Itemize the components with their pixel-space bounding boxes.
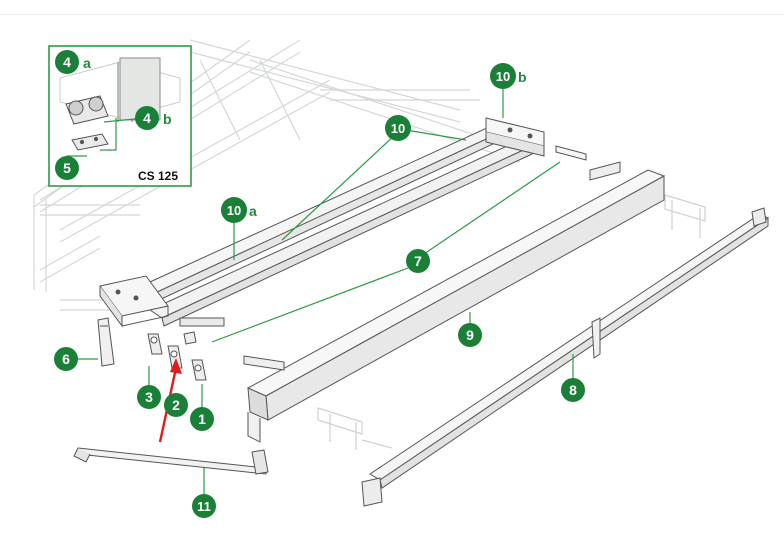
callout-4a: 4 a (55, 50, 91, 74)
callout-2: 2 (164, 393, 188, 417)
callout-1: 1 (190, 407, 214, 431)
top-divider (0, 14, 784, 15)
svg-text:8: 8 (569, 382, 577, 398)
crossbar-8 (361, 207, 769, 507)
bracket-left (99, 275, 225, 328)
inset-label: CS 125 (138, 169, 178, 183)
svg-text:4: 4 (143, 110, 151, 126)
callout-7: 7 (406, 249, 430, 273)
svg-text:b: b (163, 111, 172, 127)
svg-text:7: 7 (414, 253, 422, 269)
callout-10a: 10 a (221, 197, 257, 223)
svg-text:1: 1 (198, 411, 206, 427)
rod-11 (73, 447, 269, 475)
svg-text:4: 4 (63, 54, 71, 70)
svg-text:9: 9 (466, 327, 474, 343)
svg-text:11: 11 (197, 499, 211, 514)
beam-9 (243, 161, 666, 443)
svg-text:6: 6 (62, 351, 70, 367)
ghost-brackets (317, 194, 706, 450)
callout-4b: 4 b (135, 106, 172, 130)
rail-10 (148, 139, 534, 327)
callout-11: 11 (192, 494, 216, 518)
strap-6 (97, 317, 115, 367)
svg-text:a: a (249, 203, 257, 219)
callout-10b: 10 b (490, 63, 527, 89)
svg-text:10: 10 (496, 69, 510, 84)
svg-text:5: 5 (63, 160, 71, 176)
callout-3: 3 (137, 385, 161, 409)
svg-text:2: 2 (172, 397, 180, 413)
svg-text:3: 3 (145, 389, 153, 405)
bracket-10b (485, 117, 587, 161)
svg-text:10: 10 (227, 203, 241, 218)
callout-8: 8 (561, 378, 585, 402)
inset-plate-part (71, 133, 109, 151)
inset-roller-part (65, 95, 109, 125)
callout-9: 9 (458, 323, 482, 347)
svg-text:a: a (83, 55, 91, 71)
svg-text:b: b (518, 69, 527, 85)
small-parts (147, 331, 207, 381)
callout-10: 10 (385, 115, 411, 141)
callout-5: 5 (55, 156, 79, 180)
callout-6: 6 (54, 347, 78, 371)
svg-text:10: 10 (391, 121, 405, 136)
